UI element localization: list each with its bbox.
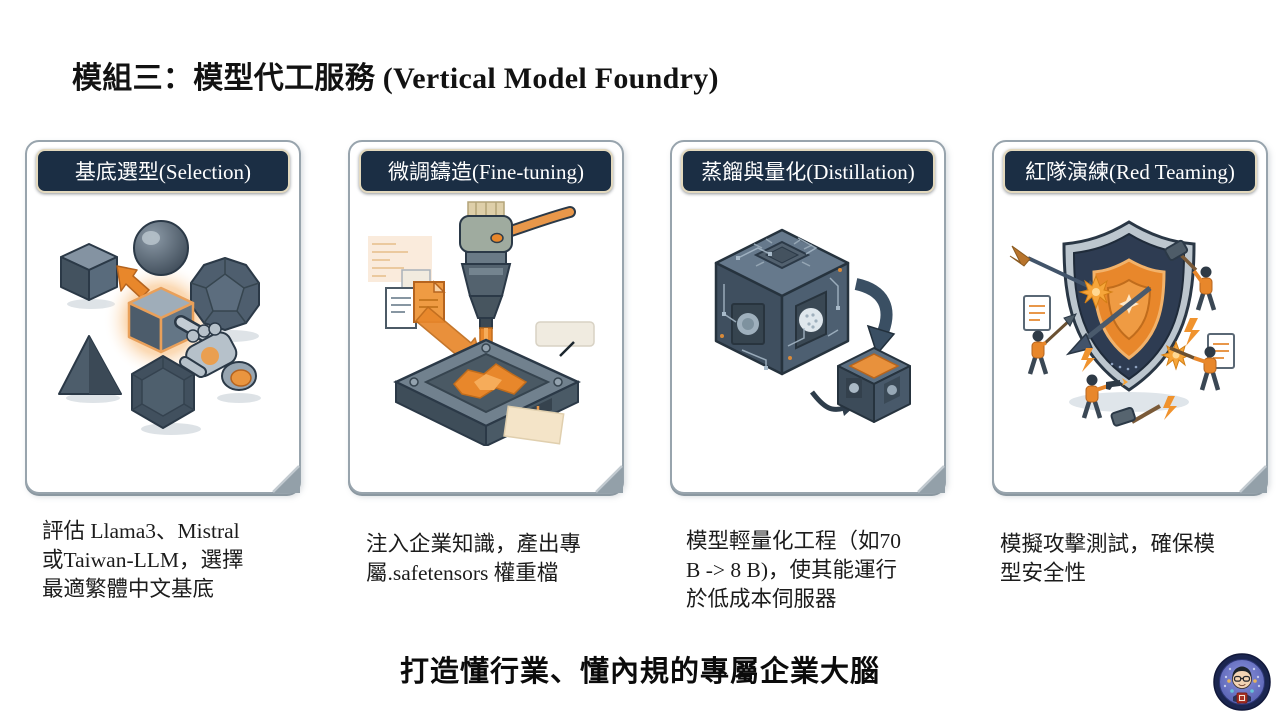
card-distillation-description: 模型輕量化工程（如70 B -> 8 B)，使其能運行 於低成本伺服器 — [686, 529, 902, 611]
card-red-teaming-title: 紅隊演練(Red Teaming) — [1025, 160, 1235, 184]
card-fine-tuning: 微調鑄造(Fine-tuning) — [348, 140, 624, 494]
attacker-figures — [1027, 239, 1221, 419]
casting-machine-icon — [356, 196, 614, 446]
card-red-teaming: 紅隊演練(Red Teaming) — [992, 140, 1268, 494]
page-title: 模組三：模型代工服務 (Vertical Model Foundry) — [72, 62, 719, 95]
slide-tagline: 打造懂行業、懂內規的專屬企業大腦 — [399, 656, 880, 688]
card-red-teaming-header: 紅隊演練(Red Teaming) — [1003, 149, 1257, 193]
card-selection-title: 基底選型(Selection) — [74, 160, 252, 184]
card-distillation-title: 蒸餾與量化(Distillation) — [701, 160, 915, 184]
robot-hand-icon — [174, 315, 257, 391]
card-distillation: 蒸餾與量化(Distillation) — [670, 140, 946, 494]
injector-nozzle-icon — [459, 201, 576, 329]
folded-corner — [1239, 465, 1267, 493]
card-fine-tuning-description: 注入企業知識，產出專 屬.safetensors 權重檔 — [366, 532, 582, 585]
presenter-avatar-badge — [1213, 653, 1271, 711]
folded-corner — [917, 465, 945, 493]
spark-burst-icon — [1078, 274, 1192, 371]
card-selection-header: 基底選型(Selection) — [36, 149, 290, 193]
model-selection-shapes-icon — [33, 196, 291, 446]
circuit-cube-compression-icon — [678, 196, 936, 446]
card-fine-tuning-title: 微調鑄造(Fine-tuning) — [388, 160, 584, 184]
folded-corner — [595, 465, 623, 493]
folded-corner — [272, 465, 300, 493]
card-distillation-header: 蒸餾與量化(Distillation) — [681, 149, 935, 193]
card-fine-tuning-header: 微調鑄造(Fine-tuning) — [359, 149, 613, 193]
card-red-teaming-description: 模擬攻擊測試，確保模 型安全性 — [1000, 532, 1216, 585]
card-selection-description: 評估 Llama3、Mistral 或Taiwan-LLM，選擇 最適繁體中文基… — [42, 519, 244, 601]
card-selection: 基底選型(Selection) — [25, 140, 301, 494]
shield-under-attack-icon — [1000, 196, 1258, 446]
